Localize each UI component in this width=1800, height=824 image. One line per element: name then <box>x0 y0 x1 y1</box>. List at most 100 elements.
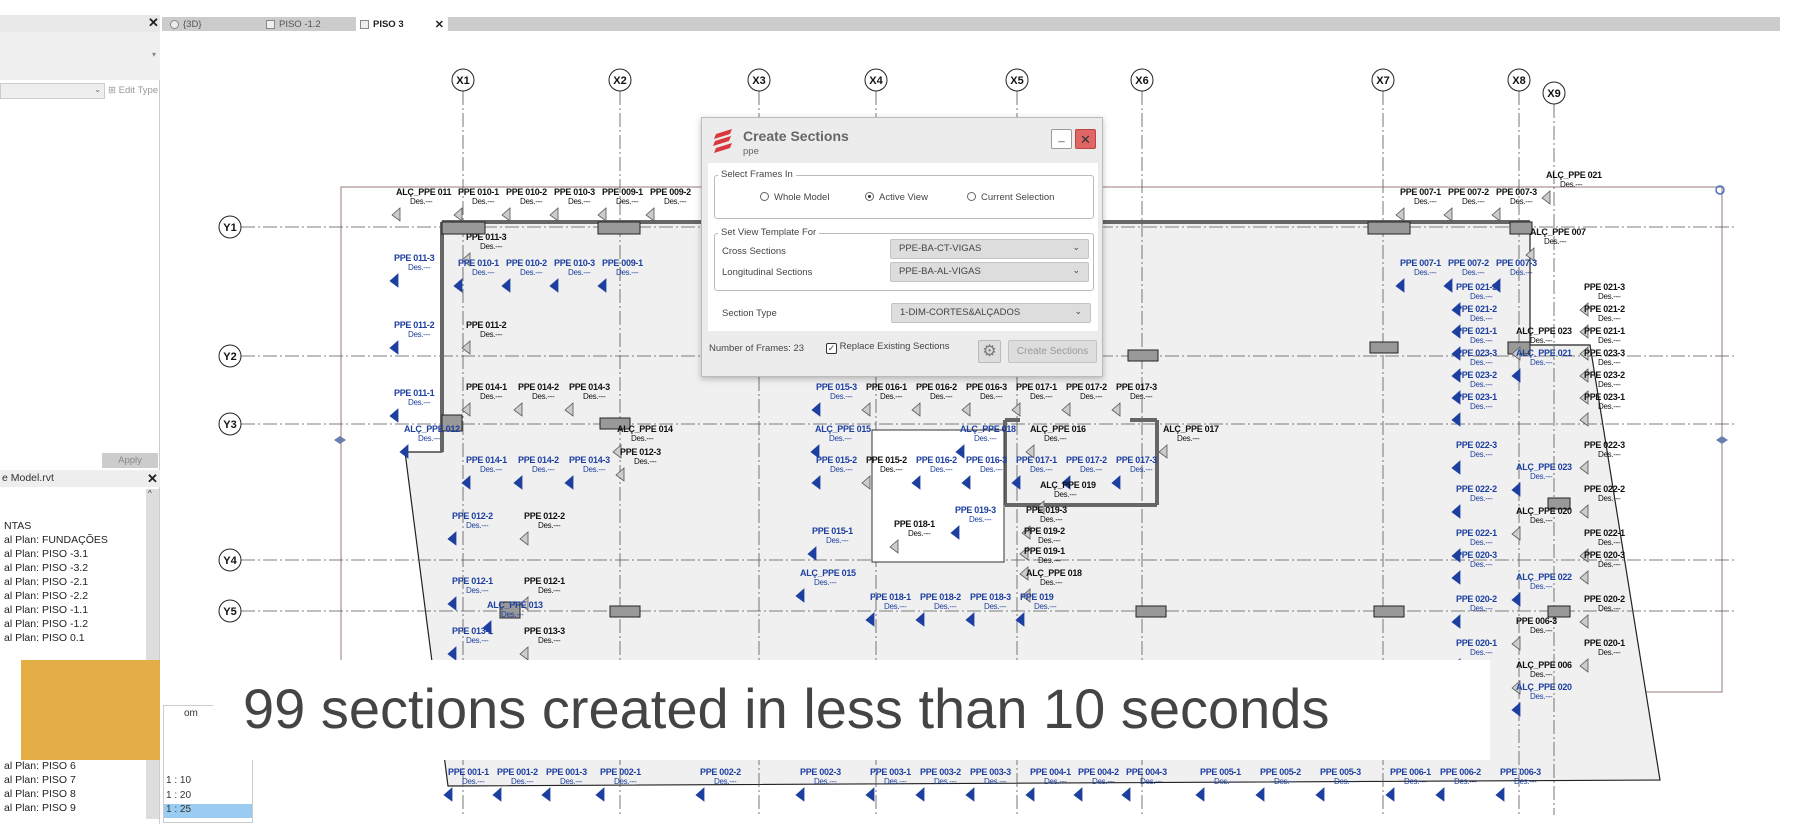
close-button[interactable]: ✕ <box>1075 129 1096 149</box>
radio-current-selection[interactable]: Current Selection <box>967 192 1054 203</box>
tab-piso-3[interactable]: PISO 3✕ <box>356 17 448 31</box>
cross-sections-select[interactable]: PPE-BA-CT-VIGAS⌄ <box>890 239 1089 259</box>
edit-type-button[interactable]: ⊞ Edit Type <box>108 85 158 96</box>
settings-button[interactable]: ⚙ <box>978 340 1001 363</box>
longitudinal-sections-select[interactable]: PPE-BA-AL-VIGAS⌄ <box>890 262 1089 282</box>
scale-option[interactable]: 1 : 20 <box>166 790 192 801</box>
browser-tree-item[interactable]: al Plan: PISO -2.2 <box>4 590 89 602</box>
browser-tree-item[interactable]: al Plan: PISO 0.1 <box>4 632 85 644</box>
apply-button[interactable]: Apply <box>102 453 158 468</box>
scroll-up-icon[interactable]: ^ <box>148 489 152 498</box>
close-browser-icon[interactable]: ✕ <box>147 471 158 486</box>
browser-tree-item[interactable]: al Plan: PISO -3.2 <box>4 562 89 574</box>
close-properties-icon[interactable]: ✕ <box>148 15 159 30</box>
close-tab-icon[interactable]: ✕ <box>434 18 444 31</box>
scale-option-selected[interactable]: 1 : 25 <box>164 804 252 818</box>
scale-option[interactable]: 1 : 10 <box>166 775 192 786</box>
browser-tree-item[interactable]: al Plan: PISO -3.1 <box>4 548 89 560</box>
browser-tree-item[interactable]: al Plan: PISO 8 <box>4 788 76 800</box>
browser-tree-item[interactable]: al Plan: PISO 7 <box>4 774 76 786</box>
instance-filter-select[interactable]: ⌄ <box>0 83 105 99</box>
browser-tree-item[interactable]: al Plan: PISO 9 <box>4 802 76 814</box>
radio-whole-model[interactable]: Whole Model <box>760 192 829 203</box>
browser-tree-item[interactable]: al Plan: PISO -2.1 <box>4 576 89 588</box>
replace-existing-checkbox[interactable]: ✓ Replace Existing Sections <box>826 341 949 354</box>
tab-3d[interactable]: {3D} <box>166 17 258 31</box>
tab-piso-1-2[interactable]: PISO -1.2 <box>262 17 352 31</box>
browser-tree-item[interactable]: al Plan: PISO -1.1 <box>4 604 89 616</box>
section-type-select[interactable]: 1-DIM-CORTES&ALÇADOS⌄ <box>891 303 1091 323</box>
